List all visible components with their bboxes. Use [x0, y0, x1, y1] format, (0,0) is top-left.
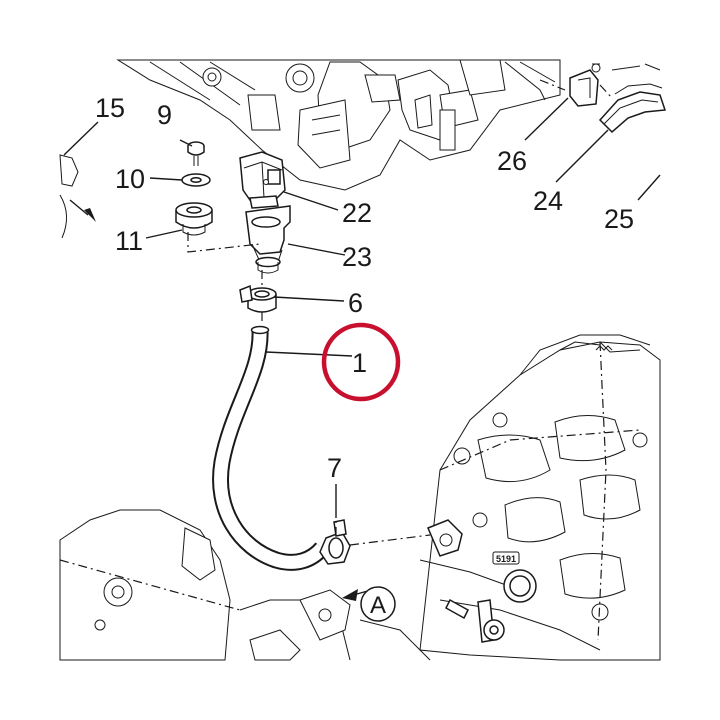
upper-intake-assembly [116, 59, 561, 191]
left-edge-parts [59, 154, 79, 239]
callout-24: 24 [533, 186, 563, 216]
connector-22 [239, 151, 286, 209]
callout-a: A [370, 592, 386, 619]
arrow-head-a [342, 589, 358, 601]
leader-lines [63, 97, 661, 601]
callout-9: 9 [157, 100, 172, 130]
grommet-11 [175, 202, 213, 236]
lower-left-engine-area [59, 509, 431, 661]
callout-1: 1 [352, 348, 367, 378]
callout-numbers: 15 9 10 11 22 23 6 1 7 26 24 25 A [95, 93, 634, 619]
clamp-7 [319, 519, 351, 565]
callout-23: 23 [342, 242, 372, 272]
view-a-circle [360, 586, 396, 622]
highlight-circle [321, 322, 401, 402]
valve-fitting-23 [245, 205, 291, 274]
engine-block: 5191 [419, 334, 661, 661]
callout-22: 22 [342, 198, 372, 228]
callout-7: 7 [327, 453, 342, 483]
clamp-6 [239, 284, 277, 313]
callout-11: 11 [115, 226, 143, 256]
callout-25: 25 [604, 204, 634, 234]
hose-1 [212, 325, 329, 571]
callout-15: 15 [95, 93, 125, 123]
washer-10 [181, 173, 211, 187]
callout-26: 26 [497, 146, 527, 176]
callout-10: 10 [115, 164, 145, 194]
bolt-9 [187, 141, 205, 166]
right-bracket-assembly [539, 63, 667, 134]
arrow-head-left [84, 208, 96, 222]
assembly-guide-lines [187, 232, 431, 546]
callout-6: 6 [348, 288, 363, 318]
engine-marking-label: 5191 [496, 554, 516, 564]
